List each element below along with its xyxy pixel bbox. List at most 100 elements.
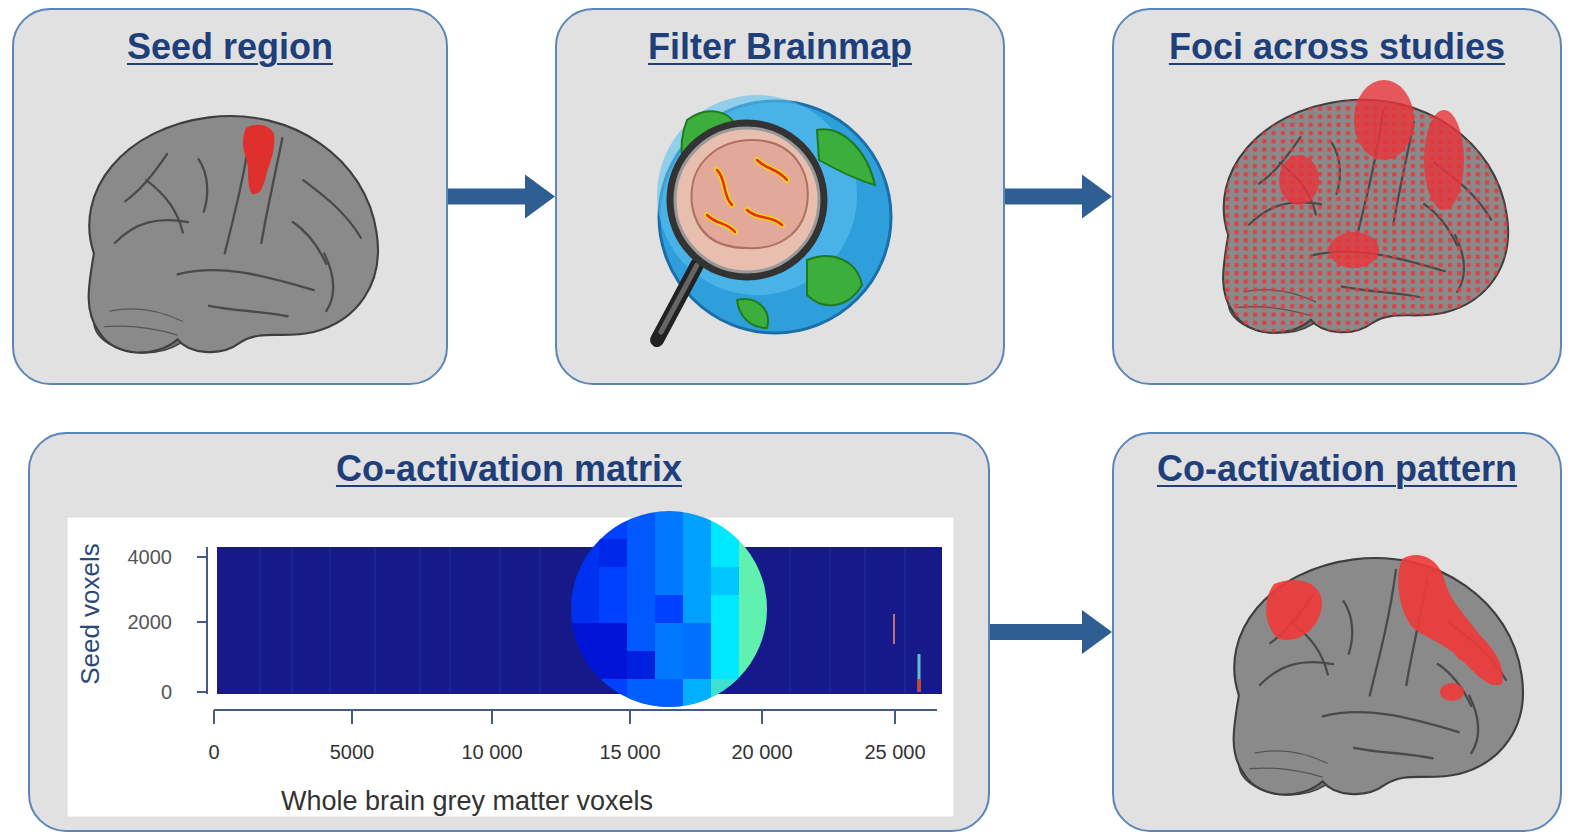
illustration-part — [683, 623, 711, 679]
axis-title: Whole brain grey matter voxels — [281, 786, 653, 817]
illustration-part — [197, 621, 207, 623]
illustration-part — [655, 511, 683, 707]
flow-arrow — [448, 175, 555, 219]
illustration-part — [717, 170, 732, 205]
illustration-part — [711, 511, 739, 707]
illustration-part — [683, 679, 711, 707]
illustration-part — [197, 547, 937, 724]
panel-heading: Co-activation pattern — [1114, 448, 1560, 490]
illustration-part — [757, 160, 787, 180]
illustration-part — [707, 215, 735, 232]
illustration-part — [420, 547, 421, 694]
illustration-part — [1424, 110, 1464, 210]
illustration-part — [1354, 80, 1414, 160]
arrow-head — [1082, 175, 1112, 219]
illustration-part — [500, 547, 501, 694]
illustration-part — [671, 124, 823, 276]
illustration-part — [330, 547, 331, 694]
illustration-part — [214, 709, 937, 711]
illustration-part — [683, 511, 711, 707]
pattern-brain-illustration — [1114, 434, 1564, 834]
illustration-part — [1329, 232, 1379, 268]
illustration-part — [747, 210, 782, 225]
illustration-part — [657, 265, 697, 340]
illustration-part — [707, 160, 787, 232]
tick-label: 15 000 — [599, 741, 660, 764]
arrow-head — [525, 175, 555, 219]
illustration-part — [260, 547, 261, 694]
illustration-part — [599, 539, 627, 567]
illustration-part — [292, 547, 293, 694]
illustration-part — [67, 517, 954, 817]
process-panel: Co-activation matrixSeed voxels400020000… — [28, 432, 990, 832]
arrow-head — [1082, 610, 1112, 654]
tick-label: 4000 — [128, 546, 173, 569]
process-panel: Co-activation pattern — [1112, 432, 1562, 832]
illustration-part — [1440, 683, 1464, 701]
illustration-part — [1398, 555, 1503, 685]
arrow-shaft — [990, 624, 1084, 640]
illustration-part — [571, 623, 627, 679]
illustration-part — [692, 140, 808, 248]
illustration-part — [571, 511, 599, 707]
illustration-part — [893, 614, 895, 644]
panel-heading: Co-activation matrix — [30, 448, 988, 490]
illustration-part — [243, 125, 274, 195]
illustration-part — [571, 511, 769, 707]
illustration-part — [894, 710, 896, 724]
illustration-part — [661, 265, 697, 332]
flow-arrow — [990, 610, 1112, 654]
illustration-part — [1279, 155, 1319, 205]
illustration-part — [197, 691, 207, 693]
illustration-part — [213, 710, 215, 724]
illustration-part — [918, 654, 921, 692]
process-panel: Seed region — [12, 8, 448, 385]
illustration-part — [627, 511, 655, 707]
illustration-part — [629, 710, 631, 724]
illustration-part — [905, 547, 906, 694]
illustration-part — [807, 256, 862, 305]
illustration-part — [711, 567, 739, 595]
illustration-part — [739, 511, 769, 707]
panel-heading: Foci across studies — [1114, 26, 1560, 68]
illustration-part — [1455, 642, 1483, 662]
tick-label: 5000 — [330, 741, 375, 764]
illustration-part — [790, 547, 791, 694]
illustration-part — [627, 651, 655, 679]
tick-label: 10 000 — [461, 741, 522, 764]
arrow-shaft — [1005, 189, 1084, 205]
illustration-part — [659, 101, 891, 333]
illustration-part — [655, 595, 683, 623]
illustration-part — [375, 547, 376, 694]
panel-heading: Filter Brainmap — [557, 26, 1003, 68]
illustration-part — [717, 170, 732, 205]
arrow-shaft — [448, 189, 527, 205]
illustration-part — [675, 128, 819, 272]
process-panel: Foci across studies — [1112, 8, 1562, 385]
illustration-part — [491, 710, 493, 724]
illustration-part — [627, 679, 683, 707]
illustration-part — [197, 556, 207, 558]
illustration-part — [865, 547, 866, 694]
illustration-part — [817, 129, 875, 185]
illustration-part — [918, 679, 921, 692]
illustration-part — [1266, 580, 1322, 640]
matrix-chart — [30, 434, 992, 834]
illustration-part — [206, 547, 208, 694]
illustration-part — [761, 710, 763, 724]
illustration-part — [540, 547, 541, 694]
tick-label: 0 — [161, 681, 172, 704]
illustration-part — [757, 160, 787, 180]
tick-label: 20 000 — [731, 741, 792, 764]
tick-label: 2000 — [128, 611, 173, 634]
illustration-part — [737, 299, 768, 328]
illustration-part — [450, 547, 451, 694]
process-panel: Filter Brainmap — [555, 8, 1005, 385]
flow-arrow — [1005, 175, 1112, 219]
illustration-part — [747, 210, 782, 225]
illustration-part — [1279, 80, 1464, 268]
tick-label: 25 000 — [864, 741, 925, 764]
illustration-part — [89, 116, 378, 353]
illustration-part — [711, 679, 739, 707]
illustration-part — [351, 710, 353, 724]
